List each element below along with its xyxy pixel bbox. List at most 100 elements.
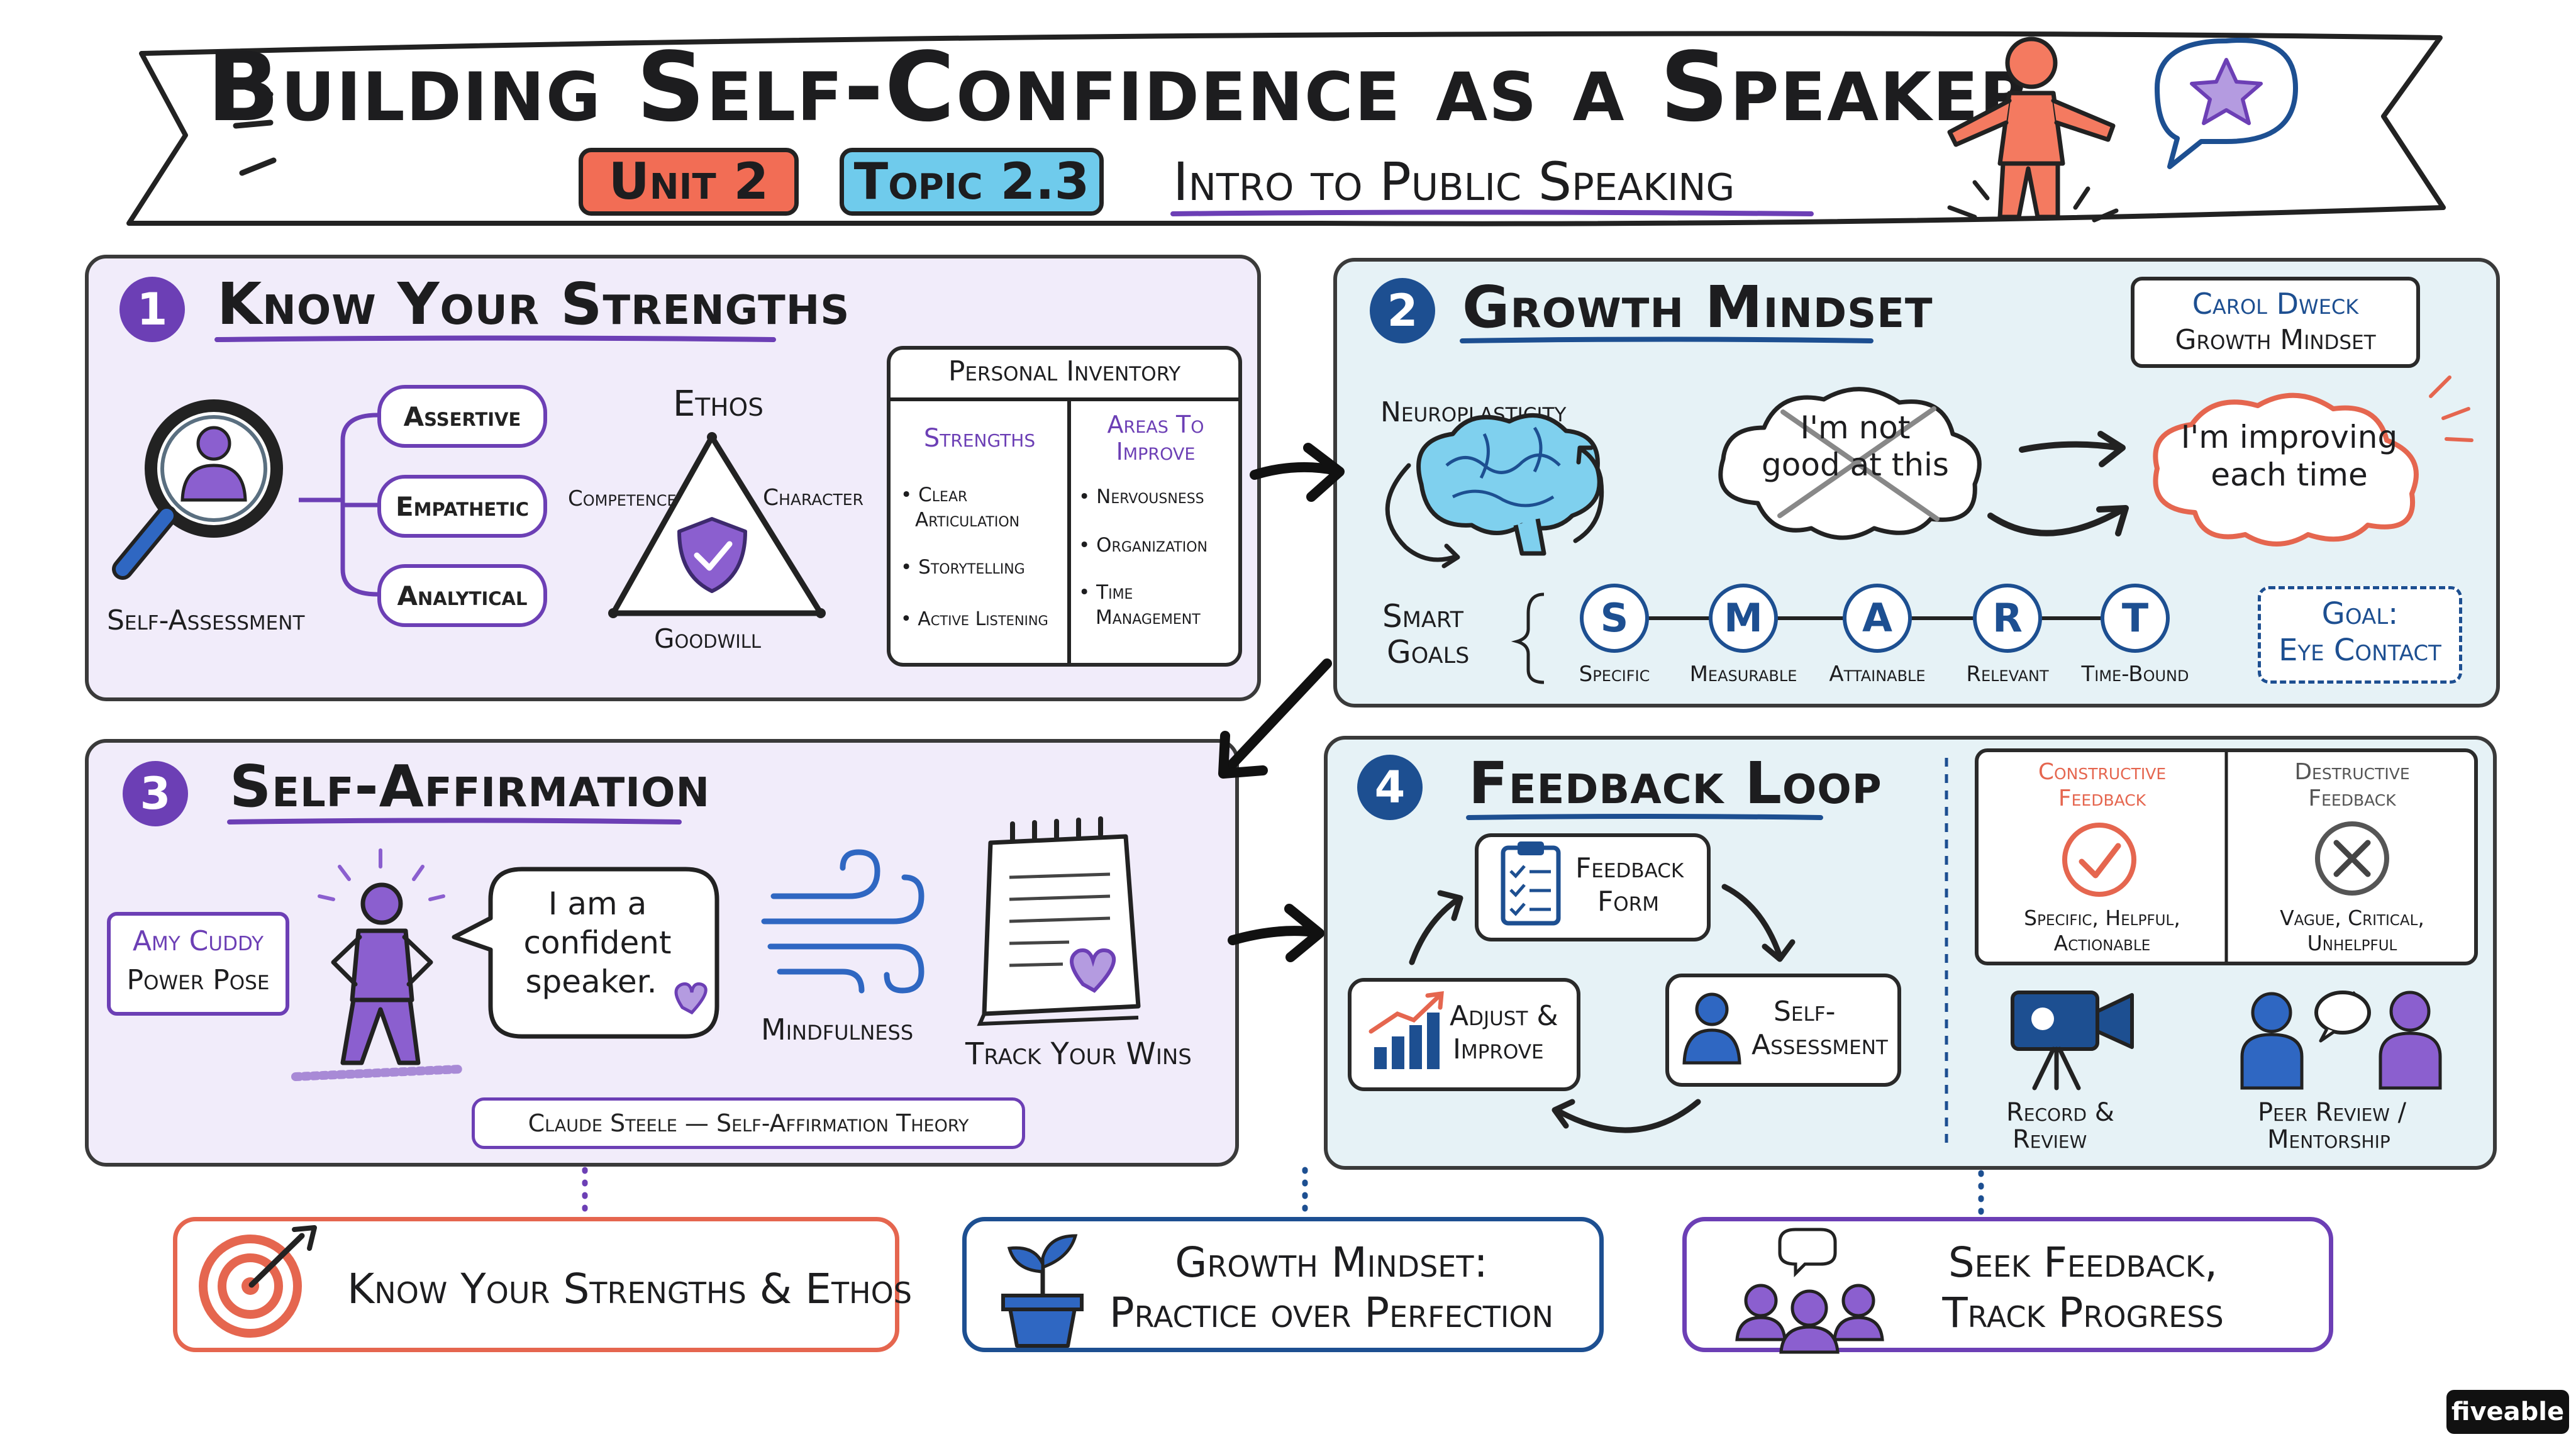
- carol-dweck-box: [2131, 277, 2420, 368]
- topic-tag: Topic 2.3: [840, 148, 1104, 216]
- takeaway-growth-line2: Practice over Perfection: [1109, 1289, 1554, 1337]
- amy-cuddy-box: [107, 912, 289, 1016]
- panel3-number: 3: [123, 761, 188, 826]
- inventory-improve-3b: Management: [1096, 606, 1201, 629]
- ethos-character: Character: [763, 485, 863, 511]
- smart-attainable: Attainable: [1829, 662, 1926, 687]
- goal-label: Goal:: [2321, 596, 2399, 631]
- claude-steele-pill: Claude Steele — Self-Affirmation Theory: [472, 1097, 1025, 1149]
- smart-goals-label-1: Smart: [1382, 598, 1464, 635]
- amy-cuddy-name: Amy Cuddy: [132, 925, 264, 957]
- panel1-title: Know Your Strengths: [217, 270, 850, 338]
- affirmation-line1: I am a: [548, 886, 647, 922]
- panel2-number: 2: [1370, 278, 1435, 343]
- self-assessment-line1: Self-: [1774, 996, 1836, 1028]
- affirmation-line3: speaker.: [525, 963, 657, 1000]
- carol-dweck-subtitle: Growth Mindset: [2175, 324, 2376, 356]
- destructive-desc-2: Unhelpful: [2307, 931, 2397, 955]
- smart-r: R: [1973, 584, 2042, 653]
- trait-empathetic: Empathetic: [377, 475, 547, 538]
- adjust-improve-line1: Adjust &: [1450, 1000, 1558, 1032]
- fixed-mindset-line1: I'm not: [1800, 409, 1911, 446]
- takeaway-growth-line1: Growth Mindset:: [1175, 1238, 1488, 1287]
- course-underline: [1170, 209, 1814, 216]
- record-review-line1: Record &: [2006, 1098, 2114, 1127]
- growth-mindset-line1: I'm improving: [2180, 419, 2398, 455]
- carol-dweck-name: Carol Dweck: [2192, 287, 2359, 321]
- constructive-title-2: Feedback: [2058, 786, 2146, 811]
- confident-speaker-icon: [1947, 36, 2298, 223]
- smart-time-bound: Time-Bound: [2081, 662, 2189, 687]
- inventory-improve-1: • Nervousness: [1079, 486, 1204, 508]
- smart-t: T: [2101, 584, 2170, 653]
- smart-specific: Specific: [1579, 662, 1650, 687]
- ethos-goodwill: Goodwill: [654, 623, 762, 654]
- takeaway-strengths-text: Know Your Strengths & Ethos: [347, 1265, 913, 1313]
- panel1-number: 1: [119, 277, 185, 342]
- goal-value: Eye Contact: [2279, 633, 2441, 668]
- ethos-title: Ethos: [673, 384, 763, 425]
- panel2-title: Growth Mindset: [1462, 274, 1933, 341]
- takeaway-feedback-line2: Track Progress: [1942, 1289, 2224, 1337]
- ethos-competence: Competence: [568, 486, 677, 511]
- destructive-desc-1: Vague, Critical,: [2280, 906, 2424, 930]
- peer-review-line2: Mentorship: [2267, 1125, 2390, 1154]
- inventory-strengths-header: Strengths: [923, 424, 1036, 453]
- trait-analytical: Analytical: [377, 564, 547, 627]
- adjust-improve-line2: Improve: [1453, 1033, 1544, 1065]
- trait-assertive: Assertive: [377, 385, 547, 448]
- course-name: Intro to Public Speaking: [1173, 151, 1735, 213]
- feedback-form-line2: Form: [1597, 886, 1659, 918]
- record-review-line2: Review: [2012, 1125, 2087, 1154]
- page-title: Building Self-Confidence as a Speaker: [206, 31, 2033, 143]
- unit-tag: Unit 2: [579, 148, 799, 216]
- constructive-title-1: Constructive: [2038, 759, 2167, 785]
- self-assessment-line2: Assessment: [1752, 1029, 1888, 1061]
- smart-measurable: Measurable: [1689, 662, 1797, 687]
- panel4-title: Feedback Loop: [1468, 750, 1882, 817]
- growth-mindset-line2: each time: [2211, 457, 2368, 493]
- takeaway-feedback-line1: Seek Feedback,: [1948, 1238, 2218, 1287]
- inventory-strength-3: • Active Listening: [901, 608, 1048, 630]
- smart-a: A: [1843, 584, 1912, 653]
- peer-review-line1: Peer Review /: [2258, 1098, 2407, 1127]
- inventory-strength-1b: Articulation: [915, 509, 1020, 531]
- inventory-improve-header-2: Improve: [1116, 438, 1196, 465]
- smart-goals-label-2: Goals: [1387, 634, 1470, 670]
- smart-m: M: [1709, 584, 1778, 653]
- fiveable-logo: fiveable: [2446, 1390, 2569, 1434]
- smart-relevant: Relevant: [1966, 662, 2049, 687]
- inventory-strength-1a: • Clear: [901, 484, 968, 506]
- smart-s: S: [1580, 584, 1649, 653]
- panel4-number: 4: [1357, 755, 1423, 820]
- track-your-wins-label: Track Your Wins: [965, 1036, 1192, 1072]
- mindfulness-label: Mindfulness: [761, 1013, 914, 1046]
- inventory-improve-3a: • Time: [1079, 581, 1133, 604]
- destructive-title-1: Destructive: [2294, 759, 2410, 785]
